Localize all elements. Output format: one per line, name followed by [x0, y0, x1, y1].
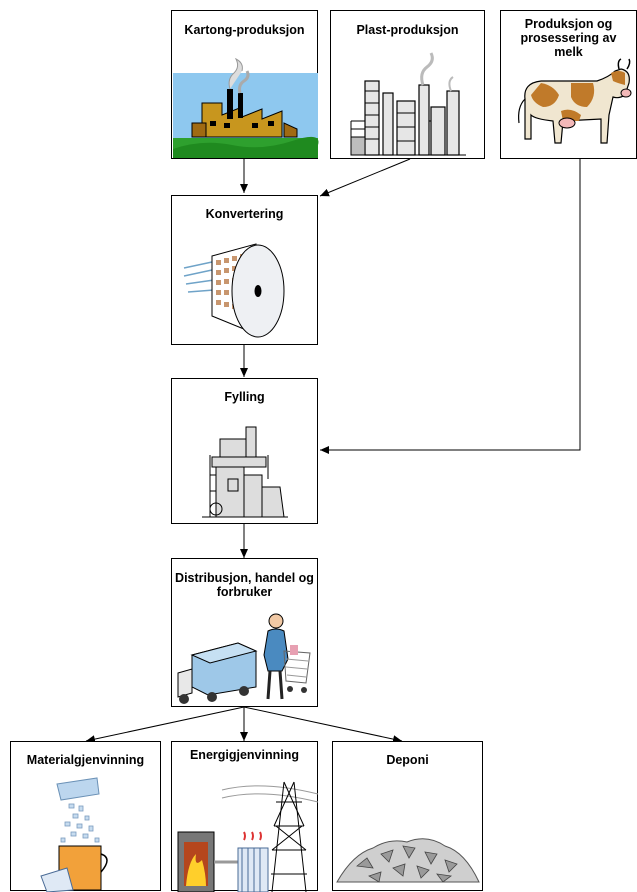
- node-label: Energigjenvinning: [189, 748, 300, 762]
- node-label: Produksjon og prosessering av melk: [520, 17, 617, 59]
- paper-roll-icon: [183, 243, 285, 338]
- node-label: Plast-produksjon: [356, 23, 459, 37]
- factory-icon: [173, 57, 319, 158]
- node-melk: Produksjon og prosessering av melk: [500, 10, 637, 159]
- node-label: Deponi: [386, 753, 429, 767]
- landfill-icon: [336, 838, 480, 883]
- cow-icon: [518, 58, 632, 144]
- node-fylling: Fylling: [171, 378, 318, 524]
- refinery-icon: [350, 52, 466, 156]
- node-label: Konvertering: [205, 207, 284, 221]
- node-kartong-produksjon: Kartong-produksjon: [171, 10, 319, 159]
- node-energigjenvinning: Energigjenvinning: [171, 741, 319, 892]
- node-label: Distribusjon, handel og forbruker: [175, 571, 314, 599]
- node-deponi: Deponi: [332, 741, 483, 891]
- arrow-melk-fylling: [320, 159, 581, 454]
- node-konvertering: Konvertering: [171, 195, 318, 345]
- arrow-distribusjon-deponi: [243, 706, 403, 744]
- power-plant-icon: [177, 781, 319, 892]
- node-distribusjon: Distribusjon, handel og forbruker: [171, 558, 318, 707]
- shopper-truck-icon: [177, 613, 311, 704]
- arrow-plast-konvertering: [319, 158, 411, 197]
- node-label: Fylling: [224, 390, 265, 404]
- filling-machine-icon: [202, 426, 288, 518]
- node-label: Materialgjenvinning: [26, 753, 145, 767]
- recycling-icon: [40, 777, 108, 892]
- node-label: Kartong-produksjon: [184, 23, 305, 37]
- arrow-distribusjon-material: [85, 706, 245, 744]
- node-plast-produksjon: Plast-produksjon: [330, 10, 485, 159]
- node-materialgjenvinning: Materialgjenvinning: [10, 741, 161, 892]
